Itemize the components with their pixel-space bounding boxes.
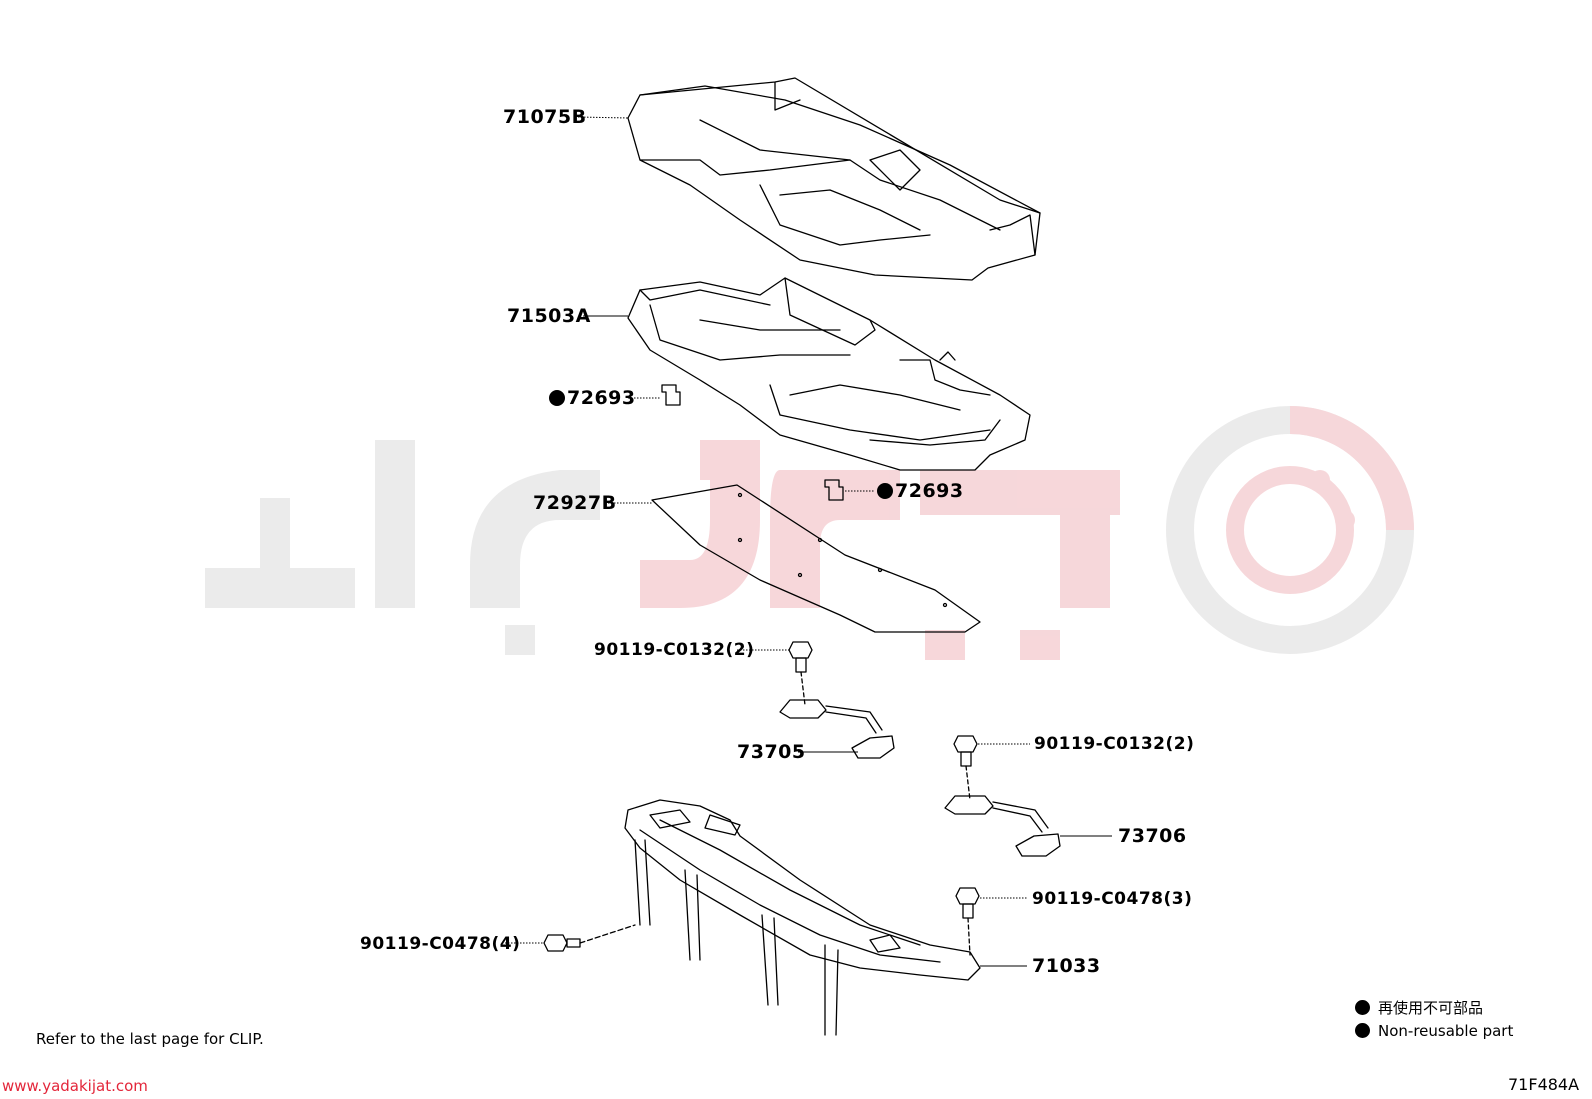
legend-english-text: Non-reusable part — [1378, 1022, 1514, 1040]
bolt-frame-left-drawing — [543, 924, 636, 952]
mat-drawing — [651, 484, 981, 633]
label-bolt-left-hook: 90119-C0132(2) — [594, 640, 755, 660]
solid-leader-lines — [583, 315, 1112, 967]
label-bolt-frame-left: 90119-C0478(4) — [360, 934, 521, 954]
label-clip-upper: 72693 — [549, 387, 636, 409]
label-seat-cover: 71075B — [503, 106, 587, 128]
seat-pad-drawing — [627, 277, 1031, 471]
label-clip-upper-text: 72693 — [567, 387, 636, 409]
legend-japanese: 再使用不可部品 — [1355, 997, 1483, 1018]
hook-right-drawing — [944, 795, 1061, 857]
label-mat: 72927B — [533, 492, 617, 514]
seat-cover-drawing — [627, 77, 1041, 281]
figure-id: 71F484A — [1508, 1075, 1580, 1094]
non-reusable-marker-icon — [877, 483, 893, 499]
label-hook-left: 73705 — [737, 741, 806, 763]
bolt-left-hook-drawing — [788, 641, 813, 706]
label-hook-right: 73706 — [1118, 825, 1187, 847]
leader-lines — [502, 116, 1030, 944]
non-reusable-legend-icon — [1355, 1023, 1370, 1038]
label-bolt-frame-right: 90119-C0478(3) — [1032, 889, 1193, 909]
non-reusable-marker-icon — [549, 390, 565, 406]
label-clip-lower-text: 72693 — [895, 480, 964, 502]
frame-drawing — [624, 799, 981, 1036]
non-reusable-legend-icon — [1355, 1000, 1370, 1015]
legend-japanese-text: 再使用不可部品 — [1378, 999, 1484, 1017]
bolt-frame-right-drawing — [955, 887, 980, 956]
label-frame: 71033 — [1032, 955, 1101, 977]
label-clip-lower: 72693 — [877, 480, 964, 502]
clip-upper-drawing — [661, 384, 681, 406]
label-seat-pad: 71503A — [507, 305, 591, 327]
watermark-logo — [205, 406, 1414, 660]
watermark-url: www.yadakijat.com — [2, 1077, 148, 1095]
bolt-right-hook-drawing — [953, 735, 978, 801]
hook-left-drawing — [779, 699, 895, 759]
label-bolt-right-hook: 90119-C0132(2) — [1034, 734, 1195, 754]
legend-english: Non-reusable part — [1355, 1022, 1513, 1040]
clip-reference-note: Refer to the last page for CLIP. — [36, 1030, 264, 1048]
clip-lower-drawing — [824, 479, 844, 501]
